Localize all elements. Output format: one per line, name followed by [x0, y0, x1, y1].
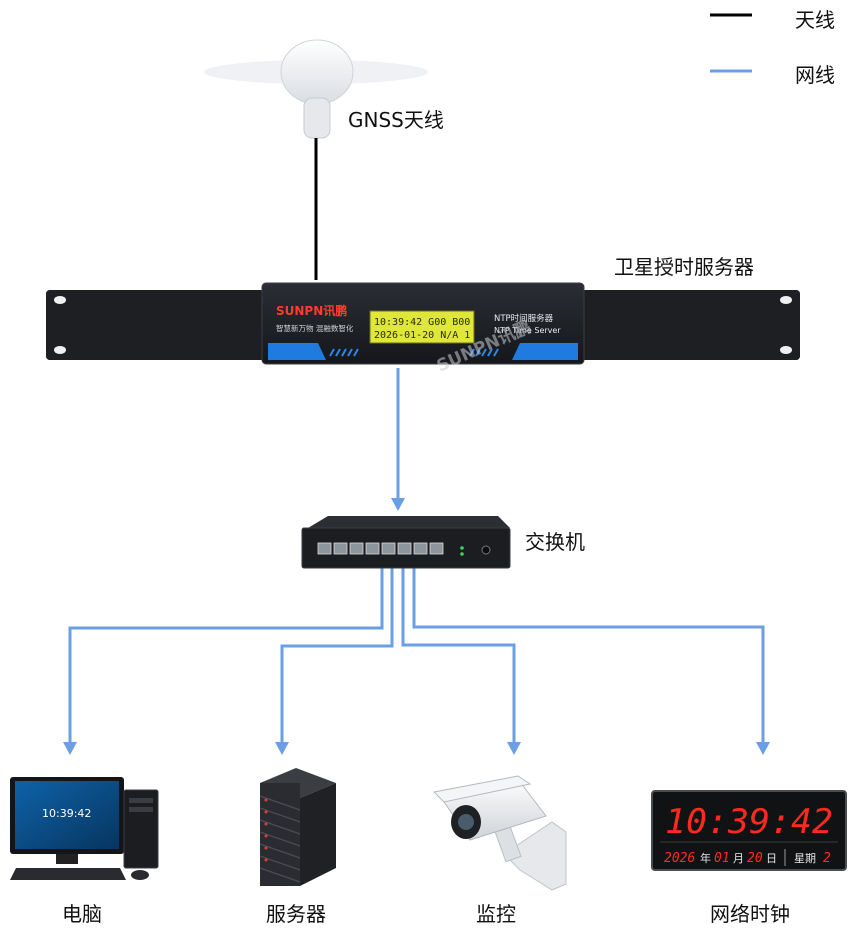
- legend-antenna-label: 天线: [795, 8, 835, 32]
- gnss-antenna: [204, 39, 428, 280]
- clock-year-unit: 年: [700, 851, 711, 865]
- arrowhead-rack: [275, 742, 289, 755]
- switch-led: [460, 546, 464, 550]
- pc-mouse: [131, 870, 149, 880]
- legend-network-label: 网线: [795, 63, 835, 87]
- link-switch-to-rack: [280, 568, 394, 744]
- clock-day: 20: [747, 851, 763, 866]
- switch-led: [460, 552, 464, 556]
- server-label: 卫星授时服务器: [614, 255, 754, 279]
- network-switch: [301, 516, 511, 569]
- server-ear-hole: [780, 346, 792, 354]
- switch-label: 交换机: [525, 530, 585, 554]
- clock-frame: [651, 790, 847, 871]
- surveillance-camera: [432, 775, 567, 891]
- clock-weekday: 2: [823, 851, 831, 866]
- camera-arm: [494, 825, 522, 863]
- camera-lens-glass: [458, 814, 474, 830]
- antenna-mast: [303, 97, 331, 139]
- camera-wall-mount: [503, 821, 567, 891]
- arrowhead-switch: [391, 498, 405, 511]
- clock-month-unit: 月: [733, 852, 744, 865]
- server-brand-logo: SUNPN讯鹏: [276, 303, 347, 318]
- rack-status-leds: [264, 798, 268, 862]
- pc-label: 电脑: [62, 902, 102, 926]
- clock-year: 2026: [664, 851, 695, 866]
- pc-screen-time: 10:39:42: [42, 807, 91, 820]
- clock-time: 10:39:42: [665, 802, 833, 842]
- rack-side: [300, 783, 336, 886]
- ntp-server: SUNPN讯鹏 智慧新万物 混融数智化 10:39:42 G00 B00 202…: [46, 282, 800, 377]
- clock-weekday-label: 星期: [794, 852, 816, 865]
- network-clock-device: 10:39:42 2026 年 01 月 20 日 星期 2: [651, 790, 847, 871]
- server-vent-slashes: [329, 348, 499, 357]
- network-links: [68, 368, 765, 744]
- switch-ports: [317, 542, 444, 555]
- pc-tower-drive: [129, 798, 153, 803]
- switch-top: [308, 516, 510, 528]
- pc-monitor-screen: [15, 781, 119, 849]
- server-slogan: 智慧新万物 混融数智化: [276, 323, 354, 333]
- server-accent-stripe-right: [512, 343, 578, 360]
- legend: 天线 网线: [710, 8, 835, 87]
- camera-label: 监控: [476, 902, 516, 926]
- arrowhead-camera: [507, 742, 521, 755]
- pc-device: 10:39:42: [10, 777, 159, 880]
- arrowhead-pc: [63, 742, 77, 755]
- server-ear-hole: [780, 296, 792, 304]
- pc-monitor-stand: [56, 854, 78, 864]
- link-switch-to-clock: [412, 568, 765, 744]
- server-lcd-line2: 2026-01-20 N/A 1: [374, 330, 470, 341]
- server-accent-stripe-left: [268, 343, 326, 360]
- server-lcd-line1: 10:39:42 G00 B00: [374, 317, 470, 328]
- link-arrowheads: [63, 498, 770, 755]
- server-ear-hole: [54, 346, 66, 354]
- pc-keyboard: [10, 868, 126, 880]
- server-ear-hole: [54, 296, 66, 304]
- rack-label: 服务器: [266, 902, 326, 926]
- link-switch-to-camera: [401, 568, 516, 744]
- switch-power-jack: [481, 545, 491, 555]
- antenna-label: GNSS天线: [348, 108, 444, 132]
- clock-day-unit: 日: [766, 852, 777, 865]
- server-ear-left: [46, 290, 262, 360]
- rack-server-device: [259, 768, 336, 886]
- server-product-cn: NTP时间服务器: [494, 313, 554, 324]
- clock-month: 01: [714, 851, 730, 866]
- server-ear-right: [584, 290, 800, 360]
- server-product-en: NTP Time Server: [494, 326, 561, 335]
- link-switch-to-pc: [68, 568, 384, 744]
- arrowhead-clock: [756, 742, 770, 755]
- server-lcd: [369, 310, 475, 344]
- camera-sunshield: [432, 775, 532, 803]
- pc-tower-drive: [129, 807, 153, 812]
- antenna-dome: [280, 39, 354, 105]
- rack-bays: [259, 795, 301, 883]
- clock-label: 网络时钟: [710, 902, 790, 926]
